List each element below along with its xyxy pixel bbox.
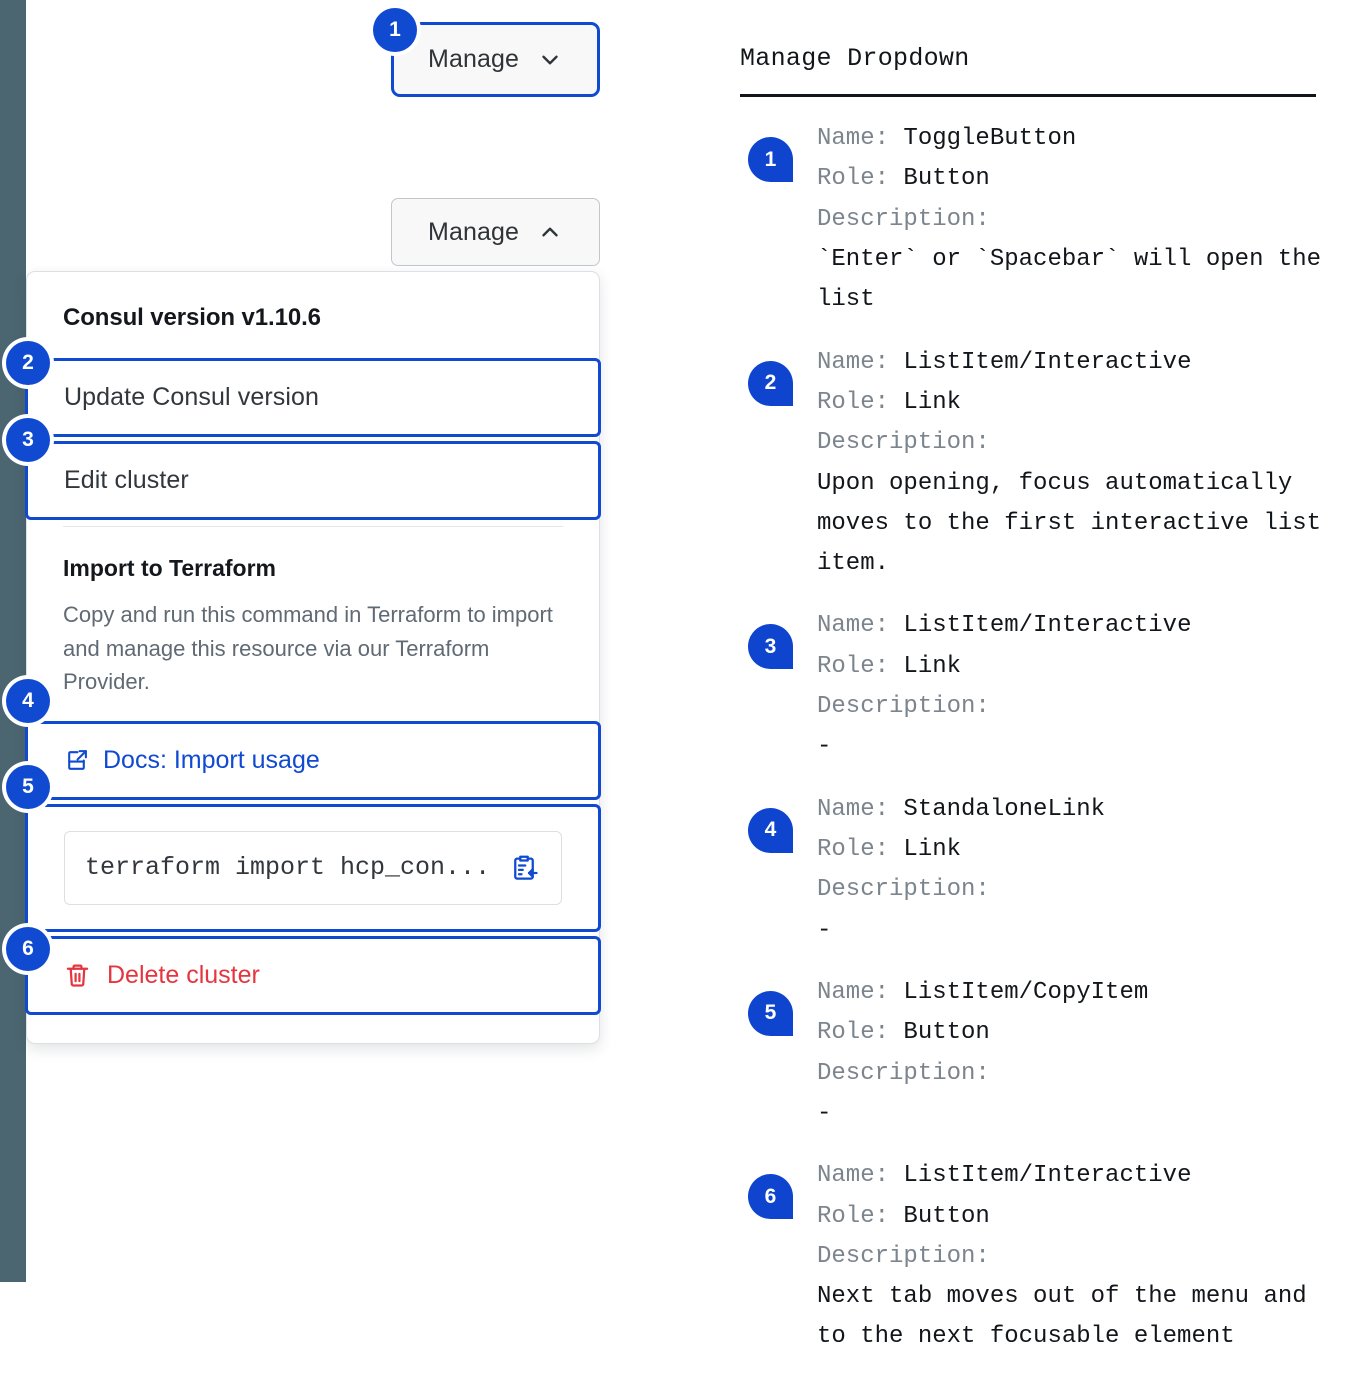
- annotation-description-value: Next tab moves out of the menu and to th…: [817, 1283, 1322, 1351]
- annotation-name-label: Name:: [817, 795, 890, 823]
- annotation-name-label: Name:: [817, 125, 890, 152]
- annotation-badge-3: 3: [748, 624, 793, 670]
- annotation-role-label: Role:: [817, 836, 890, 863]
- terraform-import-section: Import to Terraform Copy and run this co…: [27, 527, 599, 699]
- annotation-name-label: Name:: [817, 978, 890, 1006]
- annotation-name-label: Name:: [817, 1162, 890, 1190]
- chevron-up-icon: [537, 219, 563, 245]
- docs-link-label: Docs: Import usage: [103, 745, 320, 774]
- manage-toggle-button-closed[interactable]: Manage: [391, 22, 600, 97]
- annotation-description-value: `Enter` or `Spacebar` will open the list: [817, 245, 1336, 314]
- annotation-role-label: Role:: [817, 1019, 890, 1047]
- callout-badge-5: 5: [6, 765, 50, 809]
- annotation-body: Name: ListItem/Interactive Role: Link De…: [817, 343, 1337, 585]
- annotation-name-label: Name:: [817, 612, 890, 640]
- dropdown-item-label: Edit cluster: [64, 466, 189, 494]
- callout-badge-1: 1: [373, 8, 417, 52]
- annotation-list: 1 Name: ToggleButton Role: Button Descri…: [740, 119, 1340, 1358]
- annotation-body: Name: ListItem/Interactive Role: Button …: [817, 1156, 1337, 1358]
- manage-dropdown-mock: 1 Manage Manage Consul version v1.10.6 U…: [0, 0, 700, 1282]
- annotation-role-value: Button: [903, 165, 990, 193]
- annotation-role-value: Link: [903, 652, 962, 680]
- annotation-description-label: Description:: [817, 1242, 990, 1270]
- annotation-description-value: -: [817, 733, 832, 761]
- annotation-role-value: Button: [903, 1019, 990, 1047]
- annotation-body: Name: ToggleButton Role: Button Descript…: [817, 119, 1337, 321]
- callout-badge-2: 2: [6, 341, 50, 385]
- docs-link[interactable]: Docs: Import usage: [28, 724, 598, 797]
- annotation-item: 3 Name: ListItem/Interactive Role: Link …: [740, 606, 1340, 767]
- annotation-body: Name: StandaloneLink Role: Link Descript…: [817, 790, 1105, 951]
- annotation-role-label: Role:: [817, 652, 890, 680]
- annotation-role-label: Role:: [817, 388, 890, 416]
- docs-external-link-icon: [64, 748, 89, 773]
- annotation-name-value: ToggleButton: [903, 125, 1077, 152]
- manage-toggle-open-label: Manage: [428, 217, 519, 246]
- annotation-name-value: ListItem/Interactive: [903, 348, 1192, 376]
- callout-badge-3: 3: [6, 418, 50, 462]
- annotation-description-label: Description:: [817, 429, 990, 457]
- dropdown-item-docs-import-usage[interactable]: Docs: Import usage: [25, 720, 601, 800]
- dropdown-divider: [63, 526, 563, 527]
- terraform-section-description: Copy and run this command in Terraform t…: [63, 602, 553, 695]
- annotation-item: 6 Name: ListItem/Interactive Role: Butto…: [740, 1156, 1340, 1358]
- dropdown-heading: Consul version v1.10.6: [63, 304, 321, 331]
- annotation-name-value: ListItem/CopyItem: [903, 978, 1149, 1006]
- annotation-role-value: Link: [903, 388, 962, 416]
- left-sidebar-strip: [0, 0, 26, 1282]
- annotation-description-label: Description:: [817, 205, 990, 233]
- dropdown-item-copy-command[interactable]: terraform import hcp_con...: [25, 803, 601, 932]
- annotation-name-value: StandaloneLink: [903, 795, 1106, 823]
- clipboard-copy-icon[interactable]: [509, 853, 539, 883]
- annotation-body: Name: ListItem/CopyItem Role: Button Des…: [817, 973, 1148, 1134]
- manage-toggle-label: Manage: [428, 45, 519, 73]
- manage-toggle-button-open[interactable]: Manage: [391, 198, 600, 266]
- copy-command-field[interactable]: terraform import hcp_con...: [64, 830, 562, 905]
- copy-command-value: terraform import hcp_con...: [85, 853, 491, 883]
- annotation-role-value: Link: [903, 836, 962, 863]
- annotation-title-rule: [740, 94, 1316, 97]
- annotation-item: 1 Name: ToggleButton Role: Button Descri…: [740, 119, 1340, 321]
- annotation-role-value: Button: [903, 1202, 990, 1230]
- annotation-item: 2 Name: ListItem/Interactive Role: Link …: [740, 343, 1340, 585]
- annotation-name-label: Name:: [817, 348, 890, 376]
- dropdown-item-delete-cluster[interactable]: Delete cluster: [25, 935, 601, 1015]
- annotation-badge-4: 4: [748, 807, 793, 853]
- annotation-body: Name: ListItem/Interactive Role: Link De…: [817, 606, 1191, 767]
- delete-cluster-action[interactable]: Delete cluster: [28, 939, 598, 1012]
- annotation-description-value: -: [817, 1099, 832, 1127]
- chevron-down-icon: [537, 47, 563, 73]
- trash-icon: [64, 962, 91, 989]
- annotation-badge-5: 5: [748, 990, 793, 1036]
- annotation-panel-title: Manage Dropdown: [740, 44, 970, 73]
- callout-badge-6: 6: [6, 927, 50, 971]
- delete-cluster-label: Delete cluster: [107, 960, 260, 989]
- annotation-description-value: -: [817, 916, 832, 944]
- dropdown-item-label: Update Consul version: [64, 383, 320, 411]
- annotation-badge-2: 2: [748, 360, 793, 406]
- annotation-description-label: Description:: [817, 876, 990, 904]
- annotation-badge-1: 1: [748, 137, 793, 182]
- dropdown-item-update-consul-version[interactable]: Update Consul version: [25, 358, 601, 437]
- annotation-name-value: ListItem/Interactive: [903, 612, 1192, 640]
- annotation-role-label: Role:: [817, 165, 890, 193]
- dropdown-bottom-padding: [27, 1015, 599, 1043]
- annotation-item: 4 Name: StandaloneLink Role: Link Descri…: [740, 790, 1340, 951]
- terraform-section-title: Import to Terraform: [63, 555, 276, 581]
- annotation-name-value: ListItem/Interactive: [903, 1162, 1192, 1190]
- dropdown-panel: Consul version v1.10.6 Update Consul ver…: [25, 271, 601, 1044]
- annotation-description-value: Upon opening, focus automatically moves …: [817, 469, 1336, 578]
- annotation-role-label: Role:: [817, 1202, 890, 1230]
- callout-badge-4: 4: [6, 679, 50, 723]
- annotation-badge-6: 6: [748, 1174, 793, 1220]
- copy-command-row: terraform import hcp_con...: [28, 807, 598, 929]
- annotation-description-label: Description:: [817, 693, 990, 721]
- annotation-item: 5 Name: ListItem/CopyItem Role: Button D…: [740, 973, 1340, 1134]
- annotation-panel: Manage Dropdown 1 Name: ToggleButton Rol…: [740, 0, 1340, 1380]
- dropdown-item-edit-cluster[interactable]: Edit cluster: [25, 441, 601, 520]
- annotation-description-label: Description:: [817, 1059, 990, 1087]
